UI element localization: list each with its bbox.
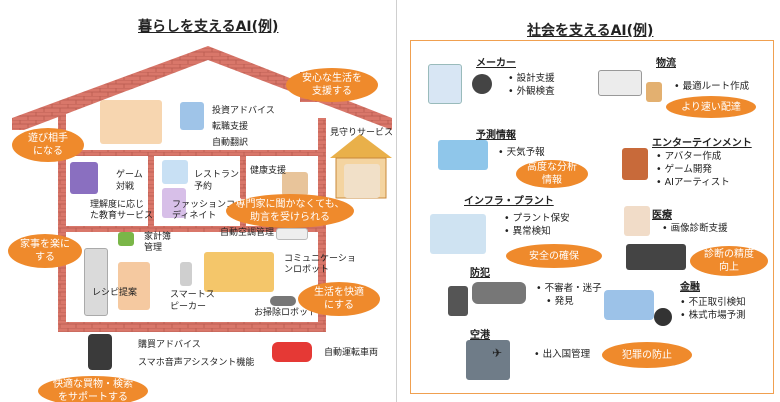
label-comm2: ンロボット [284,265,330,275]
magnifier-icon [472,74,492,94]
list-medical: 画像診断支援 [662,222,728,235]
callout-infra: 安全の確保 [506,244,602,268]
callout-safe: 安心な生活を支援する [286,68,378,102]
smartphone-icon [88,334,112,370]
callout-forecast: 高度な分析情報 [516,160,588,188]
budget-icon [118,232,134,246]
cook-illustration [118,262,150,310]
callout-chores: 家事を楽にする [8,234,82,268]
section-title-logistics: 物流 [656,58,676,69]
label-edu1: 理解度に応じ [90,200,145,210]
truck-icon [598,70,642,96]
camera-icon [472,282,526,304]
chart-icon [180,102,204,130]
list-airport: 出入国管理 [534,348,591,361]
label-comm1: コミュニケーショ [284,254,356,264]
section-title-forecast: 予測情報 [476,130,516,141]
label-watch: 見守りサービス [330,128,394,138]
label-speaker2: ピーカー [170,302,207,312]
label-health: 健康支援 [250,166,287,176]
label-fashion2: ディネイト [172,211,217,221]
callout-play: 遊び相手になる [12,128,84,162]
credit-card-icon [604,290,654,320]
blueprint-icon [428,64,462,104]
section-title-medical: 医療 [652,210,672,221]
list-finance: 不正取引検知 株式市場予測 [680,296,746,322]
plant-icon [430,214,486,254]
callout-expert: 専門家に聞かなくても、助言を受けられる [226,194,354,228]
label-ac: 自動空調管理 [220,228,275,238]
left-title: 暮らしを支えるAI(例) [138,19,279,35]
car-icon [272,342,312,362]
label-rest1: レストラン [194,170,240,180]
phone-icon [162,160,188,184]
right-title: 社会を支えるAI(例) [527,23,654,39]
label-fashion1: ファッションコー [172,200,245,210]
label-game2: 対戦 [116,182,135,192]
label-clean: お掃除ロボット [254,308,318,318]
family-illustration [100,100,162,144]
label-speaker1: スマートス [170,290,215,300]
robot-cleaner-icon [270,296,296,306]
list-entertainment: アバター作成 ゲーム開発 AIアーティスト [656,150,730,189]
label-game1: ゲーム [116,170,143,180]
xray-icon [626,244,686,270]
speaker-icon [180,262,192,286]
section-title-crime: 防犯 [470,268,490,279]
avatar-icon [622,148,648,180]
society-frame [410,40,774,394]
list-logistics: 最適ルート作成 [674,80,750,93]
label-car: 自動運転車両 [324,348,379,358]
fridge-illustration [84,248,108,316]
health-icon [282,172,308,196]
callout-logistics: より速い配達 [666,96,756,118]
control-tower-icon [466,340,510,380]
label-job: 転職支援 [212,122,249,132]
skull-icon [654,308,672,326]
elderly-illustration [344,164,380,198]
dress-icon [162,188,186,218]
list-forecast: 天気予報 [498,146,545,159]
courier-icon [646,82,662,102]
label-rest2: 予約 [194,182,213,192]
section-title-maker: メーカー [476,58,516,69]
list-maker: 設計支援 外観検査 [508,72,555,98]
list-crime: 不審者・迷子 発見 [536,282,602,308]
label-budget2: 管理 [144,243,163,253]
doctor-icon [624,206,650,236]
label-translate: 自動翻訳 [212,138,249,148]
sofa-illustration [204,252,274,292]
callout-shop: 快適な買物・検索をサポートする [38,376,148,402]
callout-comfort: 生活を快適にする [298,282,380,316]
callout-medical: 診断の精度向上 [690,246,768,276]
label-edu2: た教育サービス [90,211,154,221]
section-title-airport: 空港 [470,330,490,341]
label-buy: 購買アドバイス [138,340,201,350]
label-voice: スマホ音声アシスタント機能 [138,358,255,368]
list-infra: プラント保安 異常検知 [504,212,570,238]
label-budget1: 家計簿 [144,232,172,242]
child-illustration [70,162,98,194]
label-recipe: レシピ提案 [92,288,138,298]
panel-divider [396,0,397,402]
section-title-entertainment: エンターテインメント [652,138,752,149]
label-invest: 投資アドバイス [212,106,275,116]
air-conditioner-icon [276,228,308,240]
section-title-finance: 金融 [680,282,700,293]
weather-map-icon [438,140,488,170]
suspect-icon [448,286,468,316]
airplane-icon: ✈ [492,346,503,360]
section-title-infra: インフラ・プラント [464,196,554,207]
callout-crime: 犯罪の防止 [602,342,692,368]
